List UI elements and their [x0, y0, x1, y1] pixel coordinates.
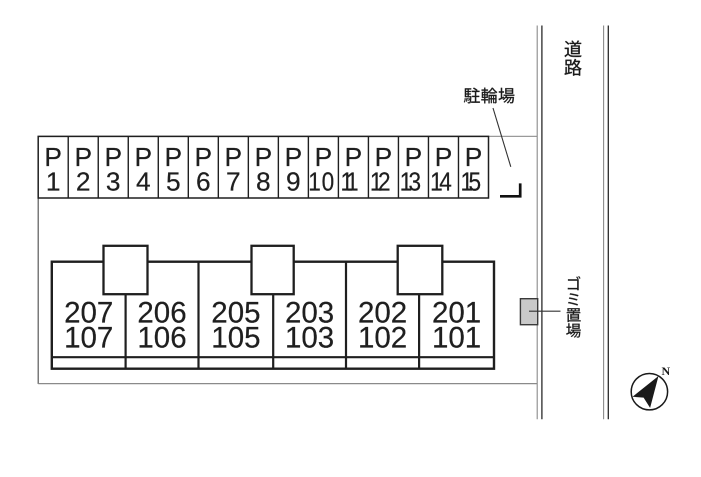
svg-text:2: 2	[76, 166, 91, 196]
svg-text:4: 4	[439, 168, 452, 197]
svg-text:P: P	[465, 142, 483, 172]
svg-text:205: 205	[211, 296, 260, 329]
svg-text:1: 1	[346, 168, 359, 197]
svg-text:105: 105	[211, 321, 260, 354]
svg-text:2: 2	[378, 168, 391, 197]
svg-text:N: N	[662, 364, 671, 378]
svg-text:8: 8	[256, 166, 271, 196]
svg-text:P: P	[225, 142, 243, 172]
svg-text:1: 1	[370, 168, 383, 197]
svg-text:207: 207	[64, 296, 113, 329]
svg-text:1: 1	[46, 166, 61, 196]
svg-text:5: 5	[468, 168, 481, 197]
svg-text:102: 102	[358, 321, 407, 354]
svg-text:6: 6	[196, 166, 211, 196]
svg-text:7: 7	[226, 166, 241, 196]
svg-text:P: P	[405, 142, 423, 172]
svg-text:P: P	[74, 142, 92, 172]
svg-text:P: P	[285, 142, 303, 172]
svg-text:1: 1	[308, 168, 321, 197]
svg-text:9: 9	[286, 166, 301, 196]
svg-text:0: 0	[322, 168, 335, 197]
svg-text:4: 4	[136, 166, 151, 196]
svg-text:107: 107	[64, 321, 113, 354]
svg-text:P: P	[44, 142, 62, 172]
svg-text:5: 5	[166, 166, 181, 196]
svg-text:P: P	[195, 142, 213, 172]
svg-text:P: P	[435, 142, 453, 172]
svg-text:206: 206	[137, 296, 186, 329]
svg-text:101: 101	[432, 321, 481, 354]
svg-text:106: 106	[137, 321, 186, 354]
svg-text:P: P	[375, 142, 393, 172]
svg-text:P: P	[165, 142, 183, 172]
svg-text:1: 1	[460, 168, 473, 197]
svg-text:103: 103	[285, 321, 334, 354]
svg-text:201: 201	[432, 296, 481, 329]
svg-text:P: P	[345, 142, 363, 172]
svg-text:P: P	[255, 142, 273, 172]
svg-text:1: 1	[341, 168, 354, 197]
svg-text:202: 202	[358, 296, 407, 329]
svg-text:3: 3	[408, 168, 421, 197]
svg-text:1: 1	[400, 168, 413, 197]
svg-text:203: 203	[285, 296, 334, 329]
svg-text:1: 1	[430, 168, 443, 197]
svg-text:P: P	[315, 142, 333, 172]
svg-text:P: P	[104, 142, 122, 172]
svg-text:3: 3	[106, 166, 121, 196]
svg-text:P: P	[134, 142, 152, 172]
